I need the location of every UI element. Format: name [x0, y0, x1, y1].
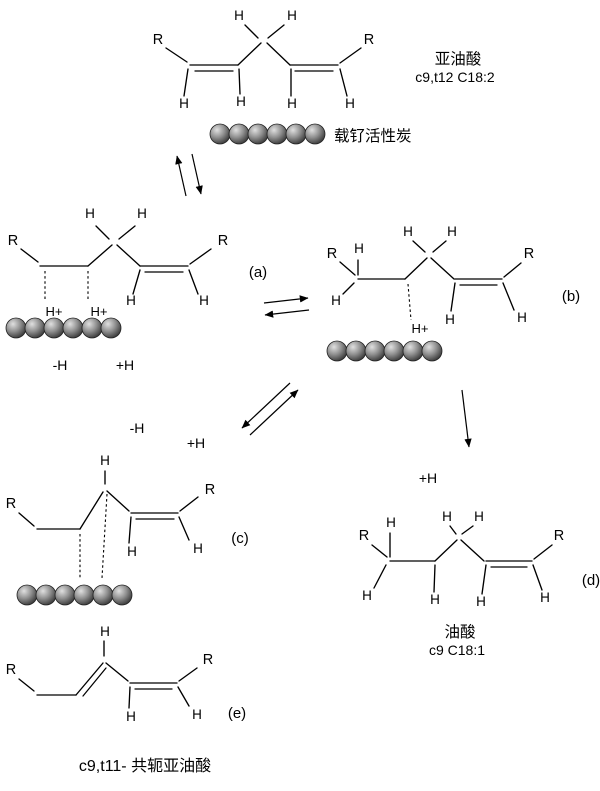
h-atom-label: H [517, 310, 527, 325]
equilibrium-arrows-a-b [263, 295, 310, 318]
minus-h-label-c: -H [130, 420, 145, 436]
h-atom-label: H [476, 594, 486, 609]
minus-h-label-a: -H [53, 357, 68, 373]
h-atom-label: H [234, 8, 244, 23]
h-atom-label: H [362, 588, 372, 603]
plus-h-label-d: +H [419, 470, 437, 486]
r-group-label: R [554, 528, 564, 544]
compound-formula-linoleic: c9,t12 C18:2 [415, 69, 495, 85]
h-plus-label: H+ [412, 321, 429, 336]
h-atom-label: H [386, 515, 396, 530]
intermediate-c-structure: H R R H H [6, 453, 215, 606]
h-plus-label: H+ [46, 304, 63, 319]
h-atom-label: H [287, 8, 297, 23]
catalyst-label: 载钌活性炭 [334, 127, 412, 145]
equilibrium-arrows-top [175, 153, 203, 197]
h-atom-label: H [331, 293, 341, 308]
r-group-label: R [359, 528, 369, 544]
catalyst-spheres-c [16, 584, 133, 606]
h-atom-label: H [445, 312, 455, 327]
h-plus-label: H+ [91, 304, 108, 319]
equilibrium-arrows-b-c: -H +H [130, 382, 299, 451]
r-group-label: R [203, 652, 213, 668]
catalyst-spheres-b [326, 340, 443, 362]
intermediate-b-structure: R R H H H H H+ H H [326, 224, 534, 362]
r-group-label: R [6, 496, 16, 512]
h-atom-label: H [126, 709, 136, 724]
r-group-label: R [8, 233, 18, 249]
h-atom-label: H [100, 624, 110, 639]
r-group-label: R [153, 32, 163, 48]
arrow-b-to-d: +H [419, 389, 472, 486]
r-group-label: R [364, 32, 374, 48]
h-atom-label: H [540, 590, 550, 605]
h-atom-label: H [85, 206, 95, 221]
compound-name-linoleic: 亚油酸 [435, 50, 482, 68]
compound-formula-oleic: c9 C18:1 [429, 642, 485, 658]
step-label-c: (c) [231, 530, 249, 547]
r-group-label: R [524, 246, 534, 262]
h-atom-label: H [179, 96, 189, 111]
step-label-a: (a) [249, 264, 267, 281]
h-atom-label: H [236, 94, 246, 109]
h-atom-label: H [193, 541, 203, 556]
catalyst-spheres-top: 载钌活性炭 [209, 123, 412, 145]
plus-h-label-a: +H [116, 357, 134, 373]
compound-name-oleic: 油酸 [444, 623, 476, 641]
r-group-label: R [205, 482, 215, 498]
h-atom-label: H [100, 453, 110, 468]
catalyst-spheres-a [5, 317, 122, 339]
r-group-label: R [327, 246, 337, 262]
r-group-label: R [218, 233, 228, 249]
step-label-d: (d) [582, 572, 600, 589]
h-atom-label: H [430, 592, 440, 607]
oleic-acid-structure: R R H H H H H H H 油酸 c9 C18:1 [359, 509, 564, 658]
r-group-label: R [6, 662, 16, 678]
intermediate-a-structure: R R H H H+ H+ H H -H +H [5, 206, 228, 373]
h-atom-label: H [403, 224, 413, 239]
plus-h-label-c: +H [187, 435, 205, 451]
step-label-e: (e) [228, 705, 246, 722]
h-atom-label: H [192, 707, 202, 722]
linoleic-acid-caption: 亚油酸 c9,t12 C18:2 [415, 50, 495, 85]
h-atom-label: H [474, 509, 484, 524]
h-atom-label: H [126, 293, 136, 308]
step-label-b: (b) [562, 288, 580, 305]
linoleic-acid-structure: R R H H H H H H [153, 8, 374, 111]
h-atom-label: H [127, 544, 137, 559]
h-atom-label: H [287, 96, 297, 111]
h-atom-label: H [199, 293, 209, 308]
h-atom-label: H [137, 206, 147, 221]
h-atom-label: H [442, 509, 452, 524]
compound-name-conjugated: c9,t11- 共轭亚油酸 [79, 757, 211, 775]
h-atom-label: H [354, 241, 364, 256]
h-atom-label: H [345, 96, 355, 111]
h-atom-label: H [447, 224, 457, 239]
conjugated-linoleic-structure: H R R H H c9,t11- 共轭亚油酸 [6, 624, 213, 775]
